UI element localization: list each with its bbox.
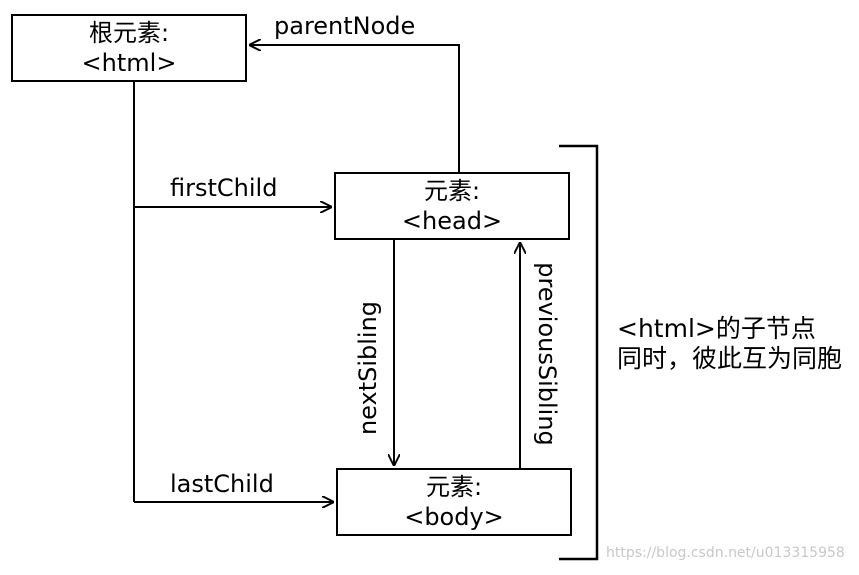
node-body-title: 元素: xyxy=(425,473,483,501)
siblings-note-line1: <html>的子节点 xyxy=(617,314,816,343)
node-html-tag: <html> xyxy=(81,49,177,77)
node-body: 元素: <body> xyxy=(336,468,572,536)
node-html-root: 根元素: <html> xyxy=(11,14,247,82)
node-head: 元素: <head> xyxy=(334,172,570,240)
parentnode-label: parentNode xyxy=(274,12,416,40)
node-head-tag: <head> xyxy=(401,207,503,235)
parentnode-arrow xyxy=(249,45,460,172)
firstchild-label: firstChild xyxy=(170,174,278,202)
watermark-text: https://blog.csdn.net/u013315958 xyxy=(606,545,845,561)
node-body-tag: <body> xyxy=(404,503,504,531)
node-html-title: 根元素: xyxy=(88,19,170,47)
nextsibling-label: nextSibling xyxy=(354,300,382,436)
siblings-note: <html>的子节点 同时，彼此互为同胞 xyxy=(617,314,842,374)
node-head-title: 元素: xyxy=(423,177,481,205)
lastchild-label: lastChild xyxy=(170,470,274,498)
previoussibling-label: previousSibling xyxy=(533,262,561,446)
siblings-bracket xyxy=(559,144,599,561)
siblings-note-line2: 同时，彼此互为同胞 xyxy=(617,344,843,373)
